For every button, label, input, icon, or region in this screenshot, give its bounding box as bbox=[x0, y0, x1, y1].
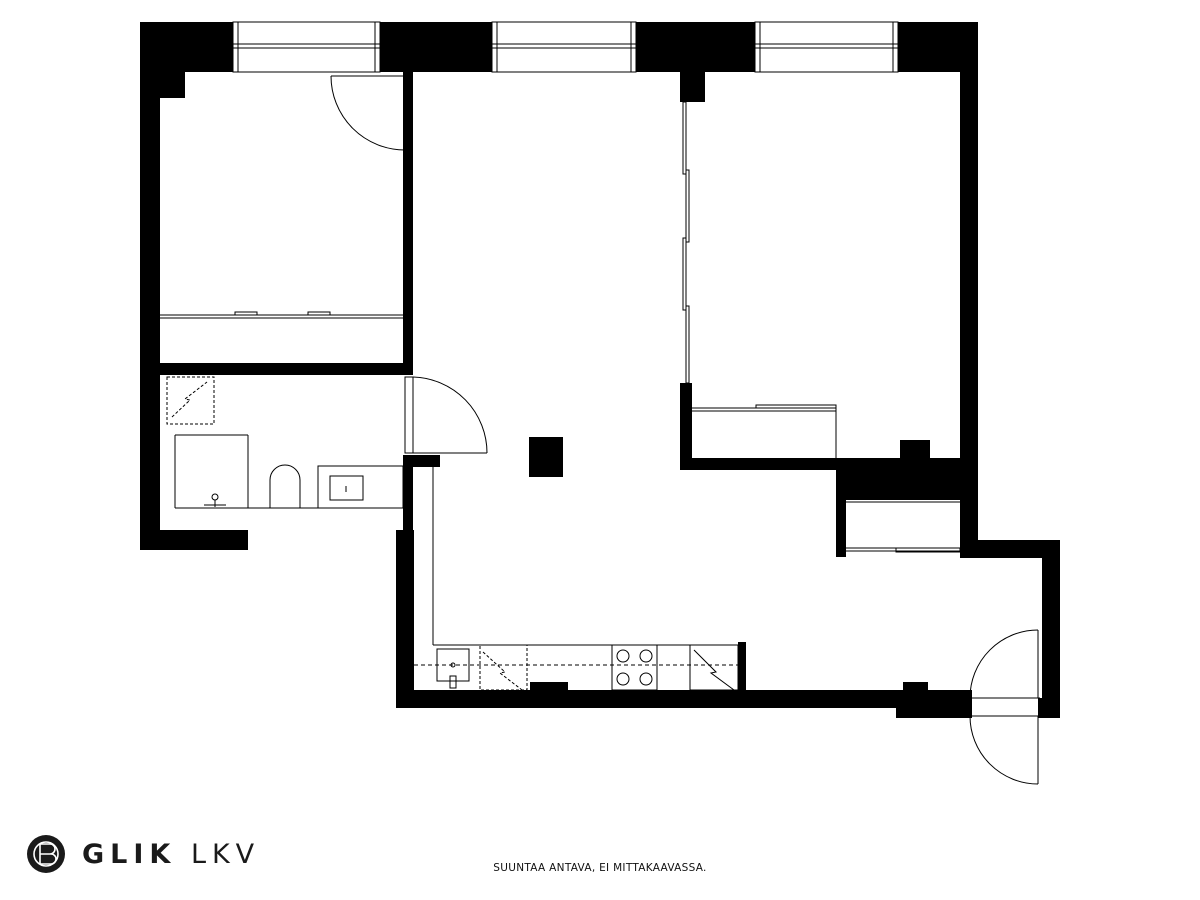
brand-name: GLIK LKV bbox=[82, 839, 260, 870]
window-left bbox=[232, 21, 381, 73]
kitchen-sink bbox=[436, 648, 470, 689]
windows bbox=[232, 21, 899, 73]
brand-name-bold: GLIK bbox=[82, 838, 177, 870]
door-bathroom bbox=[404, 376, 488, 454]
walls bbox=[140, 22, 1060, 718]
bathroom-fixtures bbox=[166, 376, 404, 509]
brand-name-regular: LKV bbox=[190, 838, 261, 870]
door-entrance bbox=[969, 629, 1040, 785]
glik-monogram-icon bbox=[27, 835, 65, 873]
stove bbox=[611, 644, 658, 691]
kitchen-fixtures bbox=[414, 467, 740, 691]
shower-area bbox=[174, 434, 249, 509]
refrigerator bbox=[689, 644, 739, 691]
door-bedroom-left bbox=[330, 75, 412, 151]
disclaimer-text: SUUNTAA ANTAVA, EI MITTAKAAVASSA. bbox=[493, 862, 707, 874]
window-right bbox=[754, 21, 899, 73]
wardrobe-left-bedroom bbox=[160, 311, 403, 319]
dishwasher bbox=[479, 644, 528, 691]
wardrobe-right-bedroom bbox=[692, 404, 837, 458]
toilet bbox=[269, 464, 301, 509]
floor-drain-shower bbox=[166, 376, 215, 425]
wardrobe-hall bbox=[846, 501, 961, 553]
window-middle bbox=[491, 21, 637, 73]
shower-tap bbox=[204, 493, 226, 507]
bathroom-sink bbox=[317, 465, 404, 509]
wardrobes bbox=[160, 311, 961, 553]
brand-logo: GLIK LKV bbox=[26, 834, 260, 874]
doors bbox=[330, 75, 1040, 785]
sliding-door-right-bedroom bbox=[682, 101, 690, 384]
